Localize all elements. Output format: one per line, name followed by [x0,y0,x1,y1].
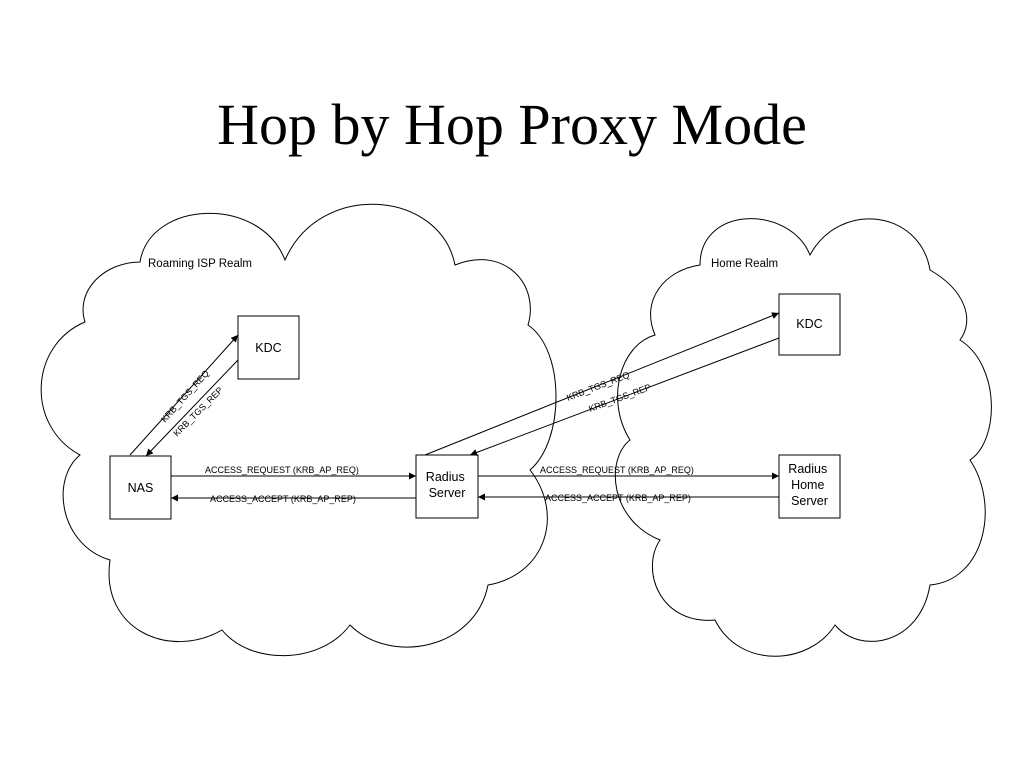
radius-server-box [415,454,479,519]
nas-box [109,455,172,520]
kdc-right-to-radius-arrow [469,337,780,456]
radius-home-server-line-3: Server [791,494,828,508]
page-title: Hop by Hop Proxy Mode [217,92,807,157]
right-access-accept-label: ACCESS_ACCEPT (KRB_AP_REP) [545,493,691,503]
kdc-right-label: KDC [796,317,822,331]
left-access-request-label: ACCESS_REQUEST (KRB_AP_REQ) [205,465,359,475]
roaming-realm-label: Roaming ISP Realm [148,258,252,270]
radius-server-line-1: Radius [426,470,465,484]
radius-home-server-label: Radius Home Server [788,462,830,508]
kdc-left-label: KDC [255,341,281,355]
radius-home-server-line-2: Home [791,478,824,492]
radius-home-server-line-1: Radius [788,462,827,476]
nas-label: NAS [128,481,154,495]
right-access-request-label: ACCESS_REQUEST (KRB_AP_REQ) [540,465,694,475]
left-access-accept-label: ACCESS_ACCEPT (KRB_AP_REP) [210,494,356,504]
home-realm-label: Home Realm [711,258,778,270]
radius-server-line-2: Server [429,486,466,500]
kdc-right-box [778,293,841,356]
left-krb-tgs-rep-label: KRB_TGS_REP [171,385,224,438]
radius-to-kdc-right-arrow [424,312,780,456]
radius-home-server-box [778,454,841,519]
nas-to-kdc-left-arrow [129,334,239,456]
home-realm-cloud [614,218,992,657]
radius-server-label: Radius Server [426,470,468,500]
roaming-realm-cloud [40,203,557,657]
kdc-left-to-nas-arrow [145,359,239,457]
kdc-left-box [237,315,300,380]
